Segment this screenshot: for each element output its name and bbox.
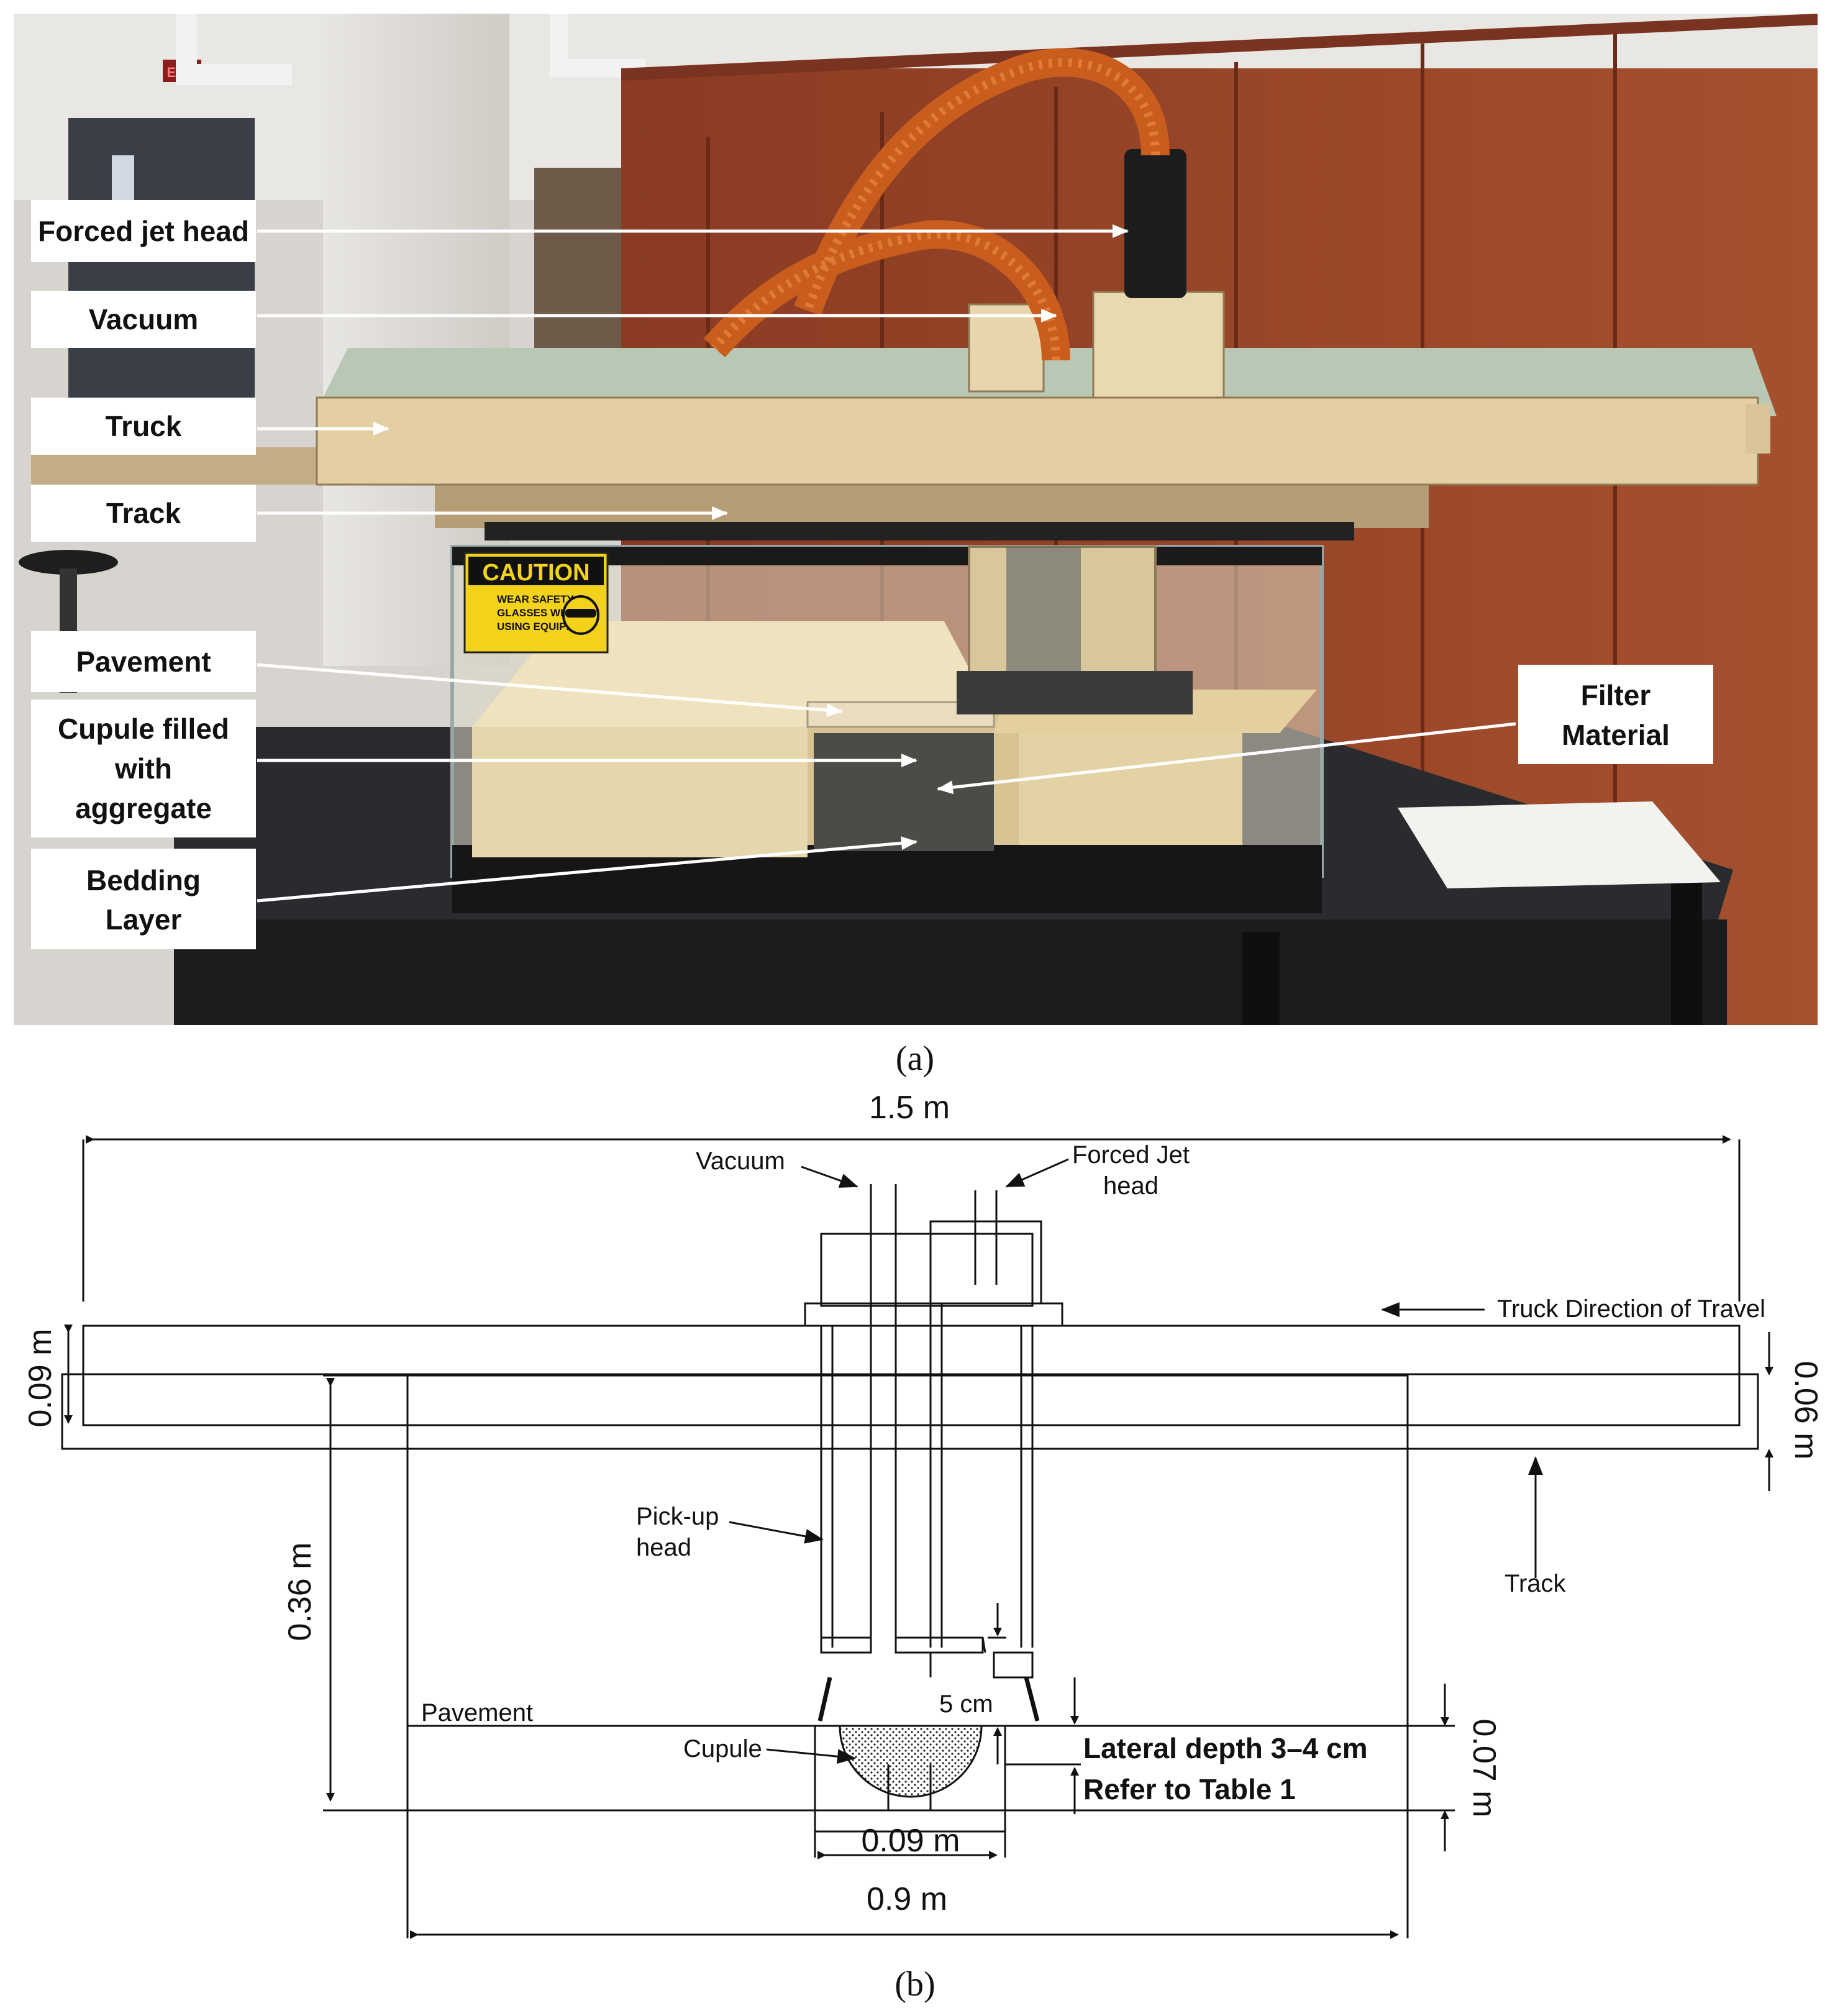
label-pavement-drawing: Pavement — [421, 1699, 533, 1726]
label-boxes: Forced jet head Vacuum Truck Track Pavem… — [31, 200, 1713, 949]
caption-b: (b) — [895, 1965, 935, 2004]
pick-up-lips — [817, 1677, 1040, 1722]
label-box-pavement — [31, 631, 256, 692]
foot-middle-edge — [981, 1637, 986, 1653]
leader-pick-up-head — [729, 1521, 824, 1544]
arrow-filter — [937, 722, 1516, 795]
label-truck: Truck — [106, 410, 182, 442]
tank-body — [406, 1374, 1409, 1812]
leader-cupule — [766, 1748, 856, 1764]
arrow-pavement — [257, 663, 843, 718]
cupule-bowl — [839, 1725, 983, 1798]
foot-right — [993, 1651, 1034, 1679]
foot-middle — [895, 1636, 984, 1654]
label-track: Track — [106, 497, 181, 529]
label-vacuum-drawing: Vacuum — [696, 1147, 785, 1175]
label-cupule-line1: Cupule filled — [58, 713, 229, 745]
label-refer-table: Refer to Table 1 — [1083, 1773, 1296, 1805]
label-bedding-line1: Bedding — [86, 864, 201, 896]
label-gap: 5 cm — [939, 1690, 993, 1718]
label-filter-line1: Filter — [1581, 679, 1651, 711]
label-box-vacuum — [31, 291, 256, 348]
label-truck-height: 0.09 m — [22, 1329, 58, 1428]
label-forced-jet-line2: head — [1103, 1172, 1159, 1200]
track-bar — [61, 1373, 1759, 1450]
label-truck-direction: Truck Direction of Travel — [1497, 1295, 1765, 1323]
arrow-bedding — [257, 836, 917, 903]
label-pavement-height: 0.07 m — [1466, 1719, 1502, 1818]
label-bedding-line2: Layer — [106, 903, 182, 936]
caution-sign: CAUTION WEAR SAFETY GLASSES WHEN USING E… — [463, 552, 609, 654]
svg-text:WEAR SAFETY: WEAR SAFETY — [497, 593, 574, 605]
label-lateral-depth: Lateral depth 3–4 cm — [1083, 1732, 1368, 1764]
svg-text:CAUTION: CAUTION — [482, 560, 590, 586]
leader-forced-jet — [1005, 1158, 1069, 1188]
label-box-track — [31, 485, 256, 542]
label-box-bedding — [31, 849, 256, 949]
label-forced-jet-head: Forced jet head — [38, 215, 249, 247]
schematic-drawing — [61, 1135, 1773, 1939]
label-box-height: 0.36 m — [282, 1543, 318, 1641]
label-box-truck — [31, 398, 256, 455]
caption-a: (a) — [896, 1039, 934, 1078]
label-box-forced-jet-head — [31, 200, 256, 262]
label-forced-jet-line1: Forced Jet — [1072, 1141, 1190, 1169]
leader-vacuum — [801, 1165, 858, 1188]
label-opening-width: 0.09 m — [862, 1823, 960, 1859]
head-top-box — [820, 1233, 1034, 1307]
label-total-length: 1.5 m — [869, 1090, 950, 1126]
label-track-drawing: Track — [1505, 1570, 1567, 1597]
svg-text:GLASSES WHEN: GLASSES WHEN — [497, 607, 583, 619]
label-cupule-line3: aggregate — [75, 792, 212, 824]
label-pick-up-line2: head — [636, 1534, 691, 1561]
label-box-width: 0.9 m — [867, 1881, 947, 1917]
label-cupule-line2: with — [114, 752, 172, 785]
label-pick-up-line1: Pick-up — [636, 1503, 719, 1530]
label-pavement: Pavement — [76, 645, 211, 678]
label-filter-line2: Material — [1562, 719, 1670, 751]
label-track-height: 0.06 m — [1788, 1361, 1824, 1460]
label-vacuum: Vacuum — [89, 303, 198, 335]
label-cupule-drawing: Cupule — [683, 1735, 762, 1763]
lab-photo: EXIT — [14, 14, 1818, 1025]
foot-left — [820, 1636, 872, 1654]
label-box-cupule — [31, 700, 256, 837]
head-flange — [804, 1302, 1063, 1327]
label-box-filter — [1518, 665, 1713, 764]
